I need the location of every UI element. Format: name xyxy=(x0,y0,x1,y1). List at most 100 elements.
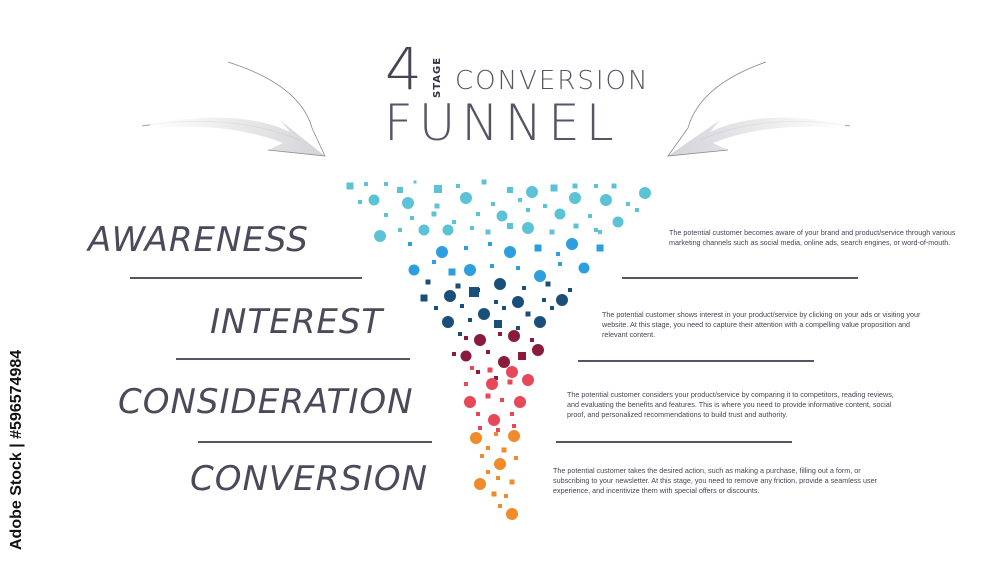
funnel-particle xyxy=(496,428,500,432)
funnel-particle xyxy=(470,432,482,444)
divider-interest-right xyxy=(578,360,814,362)
divider-consideration-right xyxy=(556,441,792,443)
funnel-particle xyxy=(491,491,497,497)
funnel-particle xyxy=(434,203,440,209)
funnel-particle xyxy=(532,344,544,356)
funnel-particle xyxy=(410,216,414,220)
stage-label-conversion: CONVERSION xyxy=(190,459,429,499)
funnel-particle xyxy=(464,264,476,276)
funnel-particle xyxy=(498,356,510,368)
funnel-particle xyxy=(556,252,560,256)
funnel-particle xyxy=(504,494,508,498)
funnel-particle xyxy=(398,228,402,232)
funnel-particle xyxy=(514,456,518,460)
funnel-particle xyxy=(578,262,590,274)
funnel-particle xyxy=(470,226,474,230)
funnel-particle xyxy=(516,326,520,330)
funnel-particle xyxy=(485,393,491,399)
funnel-particle xyxy=(432,260,436,264)
funnel-particle xyxy=(384,182,388,186)
funnel-particle xyxy=(510,412,514,416)
funnel-particle xyxy=(494,376,498,380)
funnel-particle xyxy=(596,244,604,252)
funnel-particle xyxy=(611,183,617,189)
funnel-particle xyxy=(486,446,490,450)
title-stage-word: STAGE xyxy=(432,56,443,98)
funnel-particle xyxy=(494,432,498,436)
funnel-particle xyxy=(498,332,502,336)
funnel-particle xyxy=(469,287,479,297)
funnel-particle xyxy=(486,350,490,354)
funnel-particle xyxy=(612,216,624,228)
funnel-particle xyxy=(490,264,494,268)
funnel-particle xyxy=(494,300,498,304)
funnel-particle xyxy=(600,194,612,206)
funnel-particle xyxy=(408,242,412,246)
funnel-particle xyxy=(518,198,522,202)
funnel-particle xyxy=(496,210,508,222)
funnel-particle xyxy=(542,298,546,302)
funnel-particle xyxy=(522,222,534,234)
funnel-particle xyxy=(487,367,493,373)
funnel-particle xyxy=(507,187,513,193)
divider-awareness-right xyxy=(622,277,858,279)
funnel-particle xyxy=(494,278,506,290)
funnel-particle xyxy=(346,182,354,190)
funnel-particle xyxy=(476,212,480,216)
funnel-particle xyxy=(545,281,551,287)
funnel-particle xyxy=(526,208,530,212)
funnel-particle xyxy=(639,187,651,199)
title-conversion: CONVERSION xyxy=(455,66,650,96)
funnel-particle xyxy=(494,458,506,470)
funnel-particle xyxy=(486,378,498,390)
funnel-particle xyxy=(550,306,554,310)
funnel-particle xyxy=(543,204,547,208)
funnel-particle xyxy=(364,182,368,186)
funnel-particle xyxy=(507,379,513,385)
funnel-particle xyxy=(460,304,464,308)
funnel-particle xyxy=(522,286,526,290)
funnel-particle xyxy=(488,242,492,246)
funnel-particle xyxy=(554,208,566,220)
funnel-particle xyxy=(573,223,579,229)
funnel-particle xyxy=(512,296,524,308)
funnel-particle xyxy=(460,350,472,362)
funnel-particle xyxy=(506,508,518,520)
funnel-particle xyxy=(464,396,476,408)
funnel-particle xyxy=(408,264,420,276)
funnel-particle xyxy=(425,279,431,285)
funnel-particle xyxy=(508,330,520,342)
divider-awareness xyxy=(130,277,362,279)
funnel-particle xyxy=(522,374,534,386)
funnel-particle xyxy=(530,338,534,342)
funnel-particle xyxy=(488,414,500,426)
funnel-particle xyxy=(476,370,480,374)
funnel-particle xyxy=(431,211,437,217)
funnel-particle xyxy=(496,476,500,480)
funnel-particle xyxy=(474,478,486,490)
funnel-particle xyxy=(358,200,362,204)
funnel-particle xyxy=(420,294,428,302)
description-interest: The potential customer shows interest in… xyxy=(602,310,921,339)
funnel-particle xyxy=(491,202,495,206)
funnel-particle xyxy=(464,246,468,250)
funnel-particle xyxy=(512,424,516,428)
funnel-particle xyxy=(434,185,442,193)
divider-consideration xyxy=(198,441,432,443)
funnel-particle xyxy=(549,229,555,235)
funnel-particle xyxy=(384,213,388,217)
funnel-particle xyxy=(572,183,578,189)
description-awareness: The potential customer becomes aware of … xyxy=(669,228,956,247)
funnel-particle xyxy=(442,224,454,236)
funnel-particle xyxy=(470,366,474,370)
funnel-particle xyxy=(626,202,630,206)
funnel-particle xyxy=(594,228,598,232)
funnel-particle xyxy=(569,192,581,204)
funnel-particle xyxy=(526,186,538,198)
funnel-particle xyxy=(397,187,403,193)
funnel-particle xyxy=(442,316,454,328)
stage-label-interest: INTEREST xyxy=(210,302,384,342)
funnel-particle xyxy=(476,412,480,416)
